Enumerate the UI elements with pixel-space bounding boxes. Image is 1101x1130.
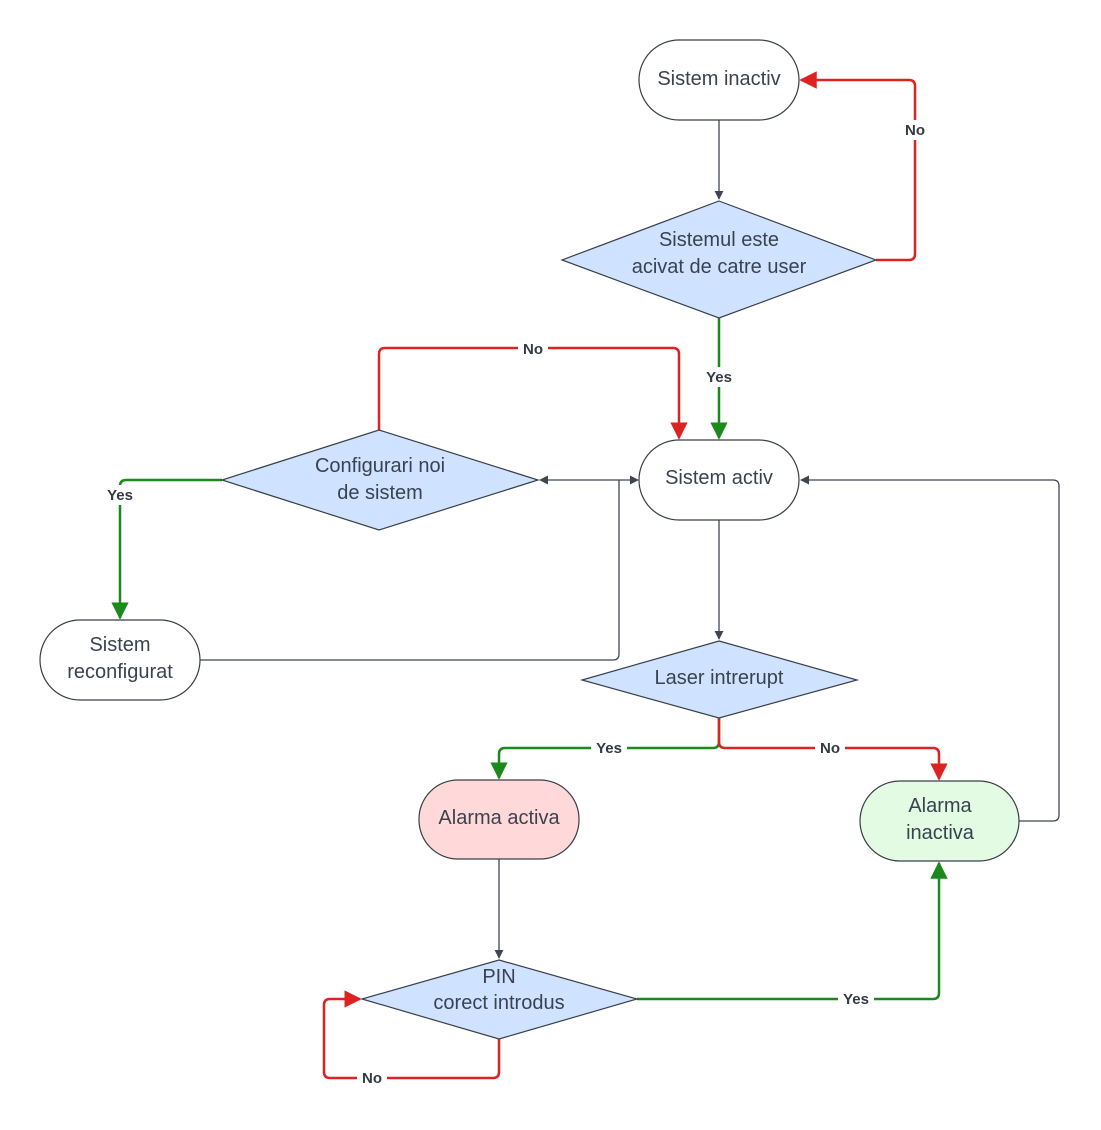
edge-label-laser-yes: Yes [591,738,627,758]
decision-pin-line2: corect introdus [433,992,564,1014]
edge-label-pin-yes: Yes [838,989,874,1009]
edge-label-config-no: No [518,339,548,359]
edge-inactiva-to-activ [800,475,1060,822]
decision-sistem-activat-line2: acivat de catre user [632,256,807,278]
edge-label-activat-yes: Yes [702,367,736,387]
decision-sistem-activat[interactable]: Sistemul este acivat de catre user [560,200,878,319]
svg-text:Yes: Yes [706,369,732,386]
svg-text:No: No [905,122,925,139]
node-sistem-reconfigurat[interactable]: Sistem reconfigurat [39,619,201,701]
node-alarma-activa-label: Alarma activa [438,807,560,829]
node-alarma-inactiva-line2: inactiva [906,822,975,844]
decision-laser-label: Laser intrerupt [655,667,784,689]
svg-text:No: No [362,1070,382,1087]
decision-laser-intrerupt[interactable]: Laser intrerupt [579,640,860,719]
edge-activat-no [799,71,917,262]
edge-label-activat-no: No [900,120,930,140]
edge-label-pin-no: No [357,1068,387,1088]
edge-reconfigurat-to-activ [200,480,620,661]
node-sistem-activ-label: Sistem activ [665,467,773,489]
edge-pin-yes [637,861,948,1001]
node-sistem-inactiv[interactable]: Sistem inactiv [638,39,800,121]
svg-text:Yes: Yes [596,740,622,757]
node-alarma-inactiva-line1: Alarma [908,795,972,817]
edge-label-laser-no: No [815,738,845,758]
node-alarma-inactiva[interactable]: Alarma inactiva [859,780,1020,862]
decision-configurari-noi[interactable]: Configurari noi de sistem [220,429,541,531]
edge-config-no [377,346,688,440]
node-sistem-activ[interactable]: Sistem activ [638,439,800,521]
decision-configurari-line1: Configurari noi [315,455,445,477]
node-alarma-activa[interactable]: Alarma activa [418,779,580,860]
svg-text:Yes: Yes [107,487,133,504]
decision-configurari-line2: de sistem [337,482,423,504]
node-sistem-inactiv-label: Sistem inactiv [657,68,780,90]
decision-sistem-activat-line1: Sistemul este [659,229,779,251]
edge-pin-no [322,990,501,1080]
node-sistem-reconfigurat-line1: Sistem [89,634,150,656]
node-sistem-reconfigurat-line2: reconfigurat [67,661,173,683]
svg-text:Yes: Yes [843,991,869,1008]
decision-pin-line1: PIN [482,966,515,988]
edge-label-config-yes: Yes [102,485,138,505]
svg-text:No: No [523,341,543,358]
decision-pin-corect[interactable]: PIN corect introdus [359,959,640,1040]
svg-text:No: No [820,740,840,757]
